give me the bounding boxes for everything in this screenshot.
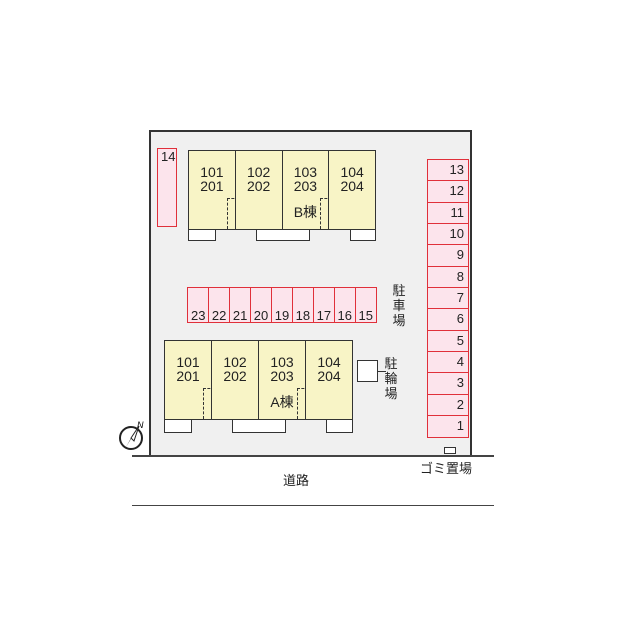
parking-space-14: 14 (157, 148, 177, 227)
road-edge-bottom (132, 505, 494, 506)
parking-space-1: 1 (427, 415, 469, 438)
entry-strip (232, 420, 286, 433)
parking-space-5: 5 (427, 329, 469, 353)
parking-space-13: 13 (427, 159, 469, 182)
entry-strip (326, 420, 353, 433)
building-b-label: B棟 (293, 204, 318, 220)
parking-space-4: 4 (427, 351, 469, 374)
garbage-area (444, 447, 456, 454)
entry-strip (350, 230, 376, 241)
entry-strip (256, 230, 310, 241)
parking-space-18: 18 (291, 287, 315, 323)
svg-text:N: N (137, 420, 144, 430)
parking-space-9: 9 (427, 244, 469, 268)
garbage-label: ゴミ置場 (420, 461, 473, 476)
parking-space-12: 12 (427, 180, 469, 204)
building-a-label: A棟 (270, 394, 294, 410)
parking-space-6: 6 (427, 308, 469, 332)
north-compass-icon: N (117, 420, 147, 457)
bicycle-label: 駐輪場 (384, 356, 398, 401)
entry-strip (188, 230, 216, 241)
parking-label: 駐車場 (392, 283, 406, 328)
parking-space-20: 20 (249, 287, 273, 323)
parking-space-22: 22 (207, 287, 231, 323)
road-edge-top (132, 455, 494, 457)
entry-strip (164, 420, 192, 433)
parking-space-10: 10 (427, 223, 469, 246)
parking-space-17: 17 (312, 287, 336, 323)
bicycle-parking (357, 360, 378, 382)
parking-space-3: 3 (427, 372, 469, 396)
parking-space-2: 2 (427, 393, 469, 417)
parking-space-23: 23 (187, 287, 210, 323)
parking-space-16: 16 (333, 287, 356, 323)
parking-space-8: 8 (427, 265, 469, 289)
parking-space-7: 7 (427, 287, 469, 310)
parking-space-11: 11 (427, 201, 469, 225)
parking-space-21: 21 (228, 287, 252, 323)
parking-space-15: 15 (354, 287, 377, 323)
leader-line (378, 371, 386, 372)
road-label: 道路 (283, 473, 310, 488)
parking-space-19: 19 (270, 287, 294, 323)
